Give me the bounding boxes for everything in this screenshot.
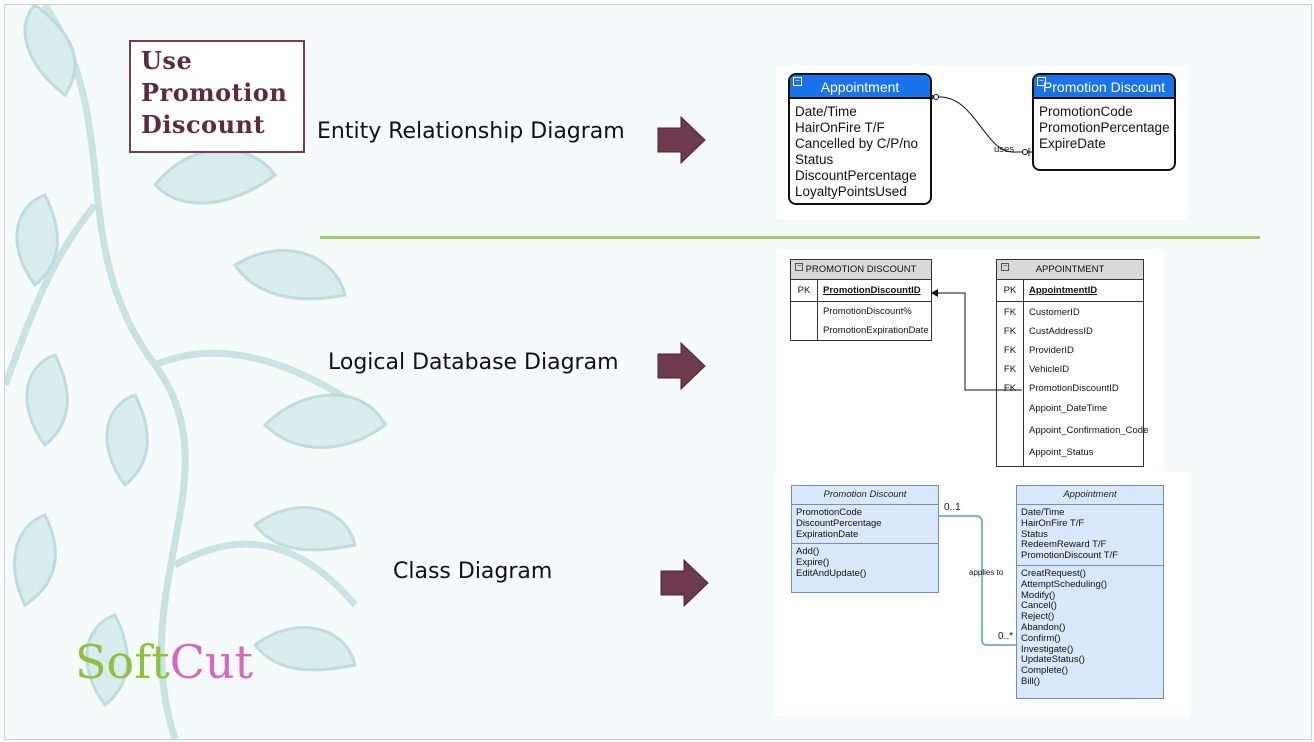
table-promotion-discount: −PROMOTION DISCOUNT PK PromotionDiscount…: [790, 259, 932, 341]
association-label: applies to: [969, 568, 1004, 577]
entity-attribute: ExpireDate: [1039, 136, 1106, 151]
class-method: Investigate(): [1021, 643, 1074, 655]
class-panel: Promotion Discount PromotionCode Discoun…: [774, 472, 1190, 716]
class-method: EditAndUpdate(): [796, 567, 867, 579]
class-attribute: PromotionDiscount T/F: [1021, 550, 1118, 562]
section-divider: [320, 236, 1260, 239]
table-name: APPOINTMENT: [1035, 264, 1105, 275]
column: VehicleID: [1029, 364, 1070, 375]
pk-column: PromotionDiscountID: [823, 285, 921, 296]
key-label: FK: [1003, 326, 1017, 337]
softcut-logo: SoftCut: [75, 635, 253, 689]
table-name: PROMOTION DISCOUNT: [805, 264, 917, 275]
key-label: FK: [1003, 307, 1017, 318]
erd-relationship-line: [929, 92, 1032, 156]
table-appointment: − APPOINTMENT PK AppointmentID FK Customer…: [996, 259, 1148, 467]
key-label: PK: [1003, 285, 1017, 296]
column: PromotionExpirationDate: [823, 325, 929, 336]
right-arrow-icon: [657, 342, 706, 390]
collapse-icon: −: [1037, 77, 1046, 86]
title-line: Use: [141, 46, 193, 75]
class-method: Add(): [796, 546, 820, 558]
column: Appoint_Confirmation_Code: [1029, 425, 1149, 436]
erd-entity-promotion-discount: −Promotion Discount PromotionCode Promot…: [1032, 73, 1176, 171]
class-method: Expire(): [796, 557, 830, 569]
entity-attribute: Date/Time: [795, 104, 857, 119]
erd-entity-appointment: − Appointment Date/Time HairOnFire T/F Ca…: [788, 73, 932, 205]
class-method: Reject(): [1021, 611, 1055, 623]
multiplicity-label: 0..1: [944, 502, 961, 513]
class-method: Modify(): [1021, 589, 1056, 601]
pk-column: AppointmentID: [1029, 285, 1098, 296]
key-label: FK: [1003, 383, 1017, 394]
column: PromotionDiscountID: [1029, 383, 1119, 394]
key-label: FK: [1003, 345, 1017, 356]
entity-name: Appointment: [820, 79, 900, 95]
entity-attribute: LoyaltyPointsUsed: [795, 184, 907, 199]
class-attribute: Status: [1021, 528, 1048, 540]
fk-relationship-line: [931, 289, 1022, 391]
slide: Use Promotion Discount Entity Relationsh…: [4, 4, 1312, 740]
class-attribute: DiscountPercentage: [796, 517, 882, 529]
class-method: UpdateStatus(): [1021, 654, 1085, 666]
entity-attribute: Cancelled by C/P/no: [795, 136, 919, 151]
title-line: Promotion: [141, 78, 288, 107]
entity-attribute: PromotionCode: [1039, 104, 1133, 119]
title-line: Discount: [141, 110, 266, 139]
heading-class: Class Diagram: [393, 559, 553, 584]
entity-attribute: Status: [795, 152, 834, 167]
class-method: Cancel(): [1021, 600, 1057, 612]
heading-erd: Entity Relationship Diagram: [317, 119, 625, 144]
column: Appoint_DateTime: [1029, 403, 1108, 414]
leaf-vine-decoration: [5, 5, 388, 739]
class-appointment: Appointment Date/Time HairOnFire T/F Sta…: [1016, 485, 1164, 699]
erd-panel: − Appointment Date/Time HairOnFire T/F Ca…: [776, 66, 1188, 219]
class-attribute: RedeemReward T/F: [1021, 539, 1107, 551]
class-method: Complete(): [1021, 665, 1068, 677]
class-attribute: PromotionCode: [796, 507, 863, 518]
logical-panel: −PROMOTION DISCOUNT PK PromotionDiscount…: [776, 250, 1164, 472]
entity-name: Promotion Discount: [1042, 79, 1166, 95]
title-box: Use Promotion Discount: [129, 40, 305, 153]
collapse-icon: −: [1001, 263, 1009, 271]
entity-attribute: HairOnFire T/F: [795, 120, 885, 135]
relationship-label: uses: [994, 144, 1015, 155]
class-attribute: HairOnFire T/F: [1021, 517, 1085, 529]
class-method: AttemptScheduling(): [1021, 578, 1108, 590]
logo-part: Soft: [75, 635, 170, 689]
column: CustAddressID: [1029, 326, 1093, 337]
multiplicity-label: 0..*: [998, 631, 1014, 642]
class-name: Appointment: [1017, 486, 1163, 505]
class-method: Abandon(): [1021, 621, 1066, 633]
right-arrow-icon: [657, 116, 706, 164]
class-attribute: Date/Time: [1021, 507, 1065, 518]
collapse-icon: −: [795, 263, 803, 271]
entity-attribute: PromotionPercentage: [1039, 120, 1170, 135]
class-promotion-discount: Promotion Discount PromotionCode Discoun…: [791, 485, 939, 593]
association-line: [938, 515, 1016, 646]
logo-part: Cut: [169, 635, 254, 689]
column: CustomerID: [1029, 307, 1080, 318]
column: Appoint_Status: [1029, 447, 1094, 458]
entity-attribute: DiscountPercentage: [795, 168, 917, 183]
class-method: CreatRequest(): [1021, 567, 1086, 579]
column: PromotionDiscount%: [823, 306, 912, 317]
class-method: Confirm(): [1021, 632, 1061, 644]
column: ProviderID: [1029, 345, 1074, 356]
key-label: FK: [1003, 364, 1017, 375]
class-method: Bill(): [1021, 675, 1040, 687]
class-name: Promotion Discount: [792, 486, 938, 505]
collapse-icon: −: [793, 77, 802, 86]
heading-logical: Logical Database Diagram: [328, 350, 619, 375]
key-label: PK: [797, 285, 811, 296]
right-arrow-icon: [660, 559, 709, 607]
class-attribute: ExpirationDate: [796, 528, 859, 540]
